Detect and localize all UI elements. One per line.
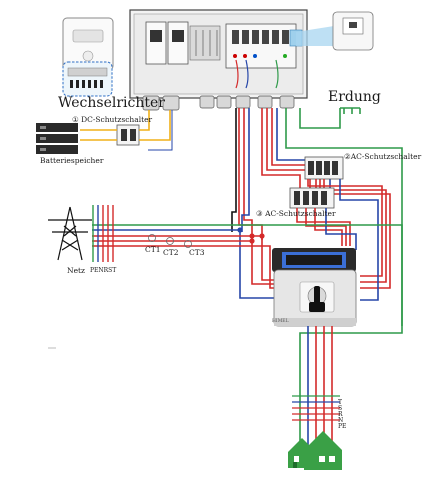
ac-grid-wires: [231, 108, 263, 240]
switch-brand-label: HIMEL: [272, 319, 289, 324]
junction-dots: [237, 227, 265, 244]
transfer-switch: [272, 248, 357, 327]
ac-breaker-2: [304, 156, 344, 180]
ct1-label: CT1: [145, 245, 161, 254]
router-icon: [296, 11, 374, 51]
dc-wires: [80, 110, 173, 151]
dc-breaker-label: ① DC-Schutzschalter: [72, 115, 153, 124]
grid-phase-label: PENRST: [90, 267, 117, 274]
inverter-thumbnail-icon: [62, 17, 114, 71]
ct3-label: CT3: [189, 248, 205, 257]
grid-label: Netz: [67, 266, 85, 275]
ac-breaker-3: [289, 187, 335, 209]
ac-breaker-3-label: ③ AC-Schutzschalter: [256, 209, 336, 218]
cable-glands: [142, 95, 295, 111]
house-horizontal-taps: [292, 395, 340, 421]
house-phase-label: T S R N PE: [338, 399, 347, 430]
power-pylon-icon: [48, 206, 92, 261]
grid-drop-wires: [92, 205, 114, 262]
ac-breaker-2-label: ②AC-Schutzschalter: [344, 152, 422, 161]
house-icon: [288, 431, 342, 470]
breaker2-out-wires: [307, 179, 391, 301]
dc-breaker-1: [116, 124, 140, 146]
ground-label: Erdung: [328, 89, 381, 105]
ct2-label: CT2: [163, 248, 179, 257]
inverter-terminal-box: [129, 9, 308, 99]
breaker3-out-wires: [296, 208, 357, 250]
ground-icon: [340, 107, 361, 114]
inverter-zoom-marker: [62, 61, 113, 97]
ct-sensors: [148, 234, 192, 248]
battery-storage-icon: [36, 123, 78, 154]
inverter-label: Wechselrichter: [58, 95, 165, 111]
ground-wire: [299, 108, 341, 129]
battery-label: Batteriespeicher: [40, 156, 104, 165]
